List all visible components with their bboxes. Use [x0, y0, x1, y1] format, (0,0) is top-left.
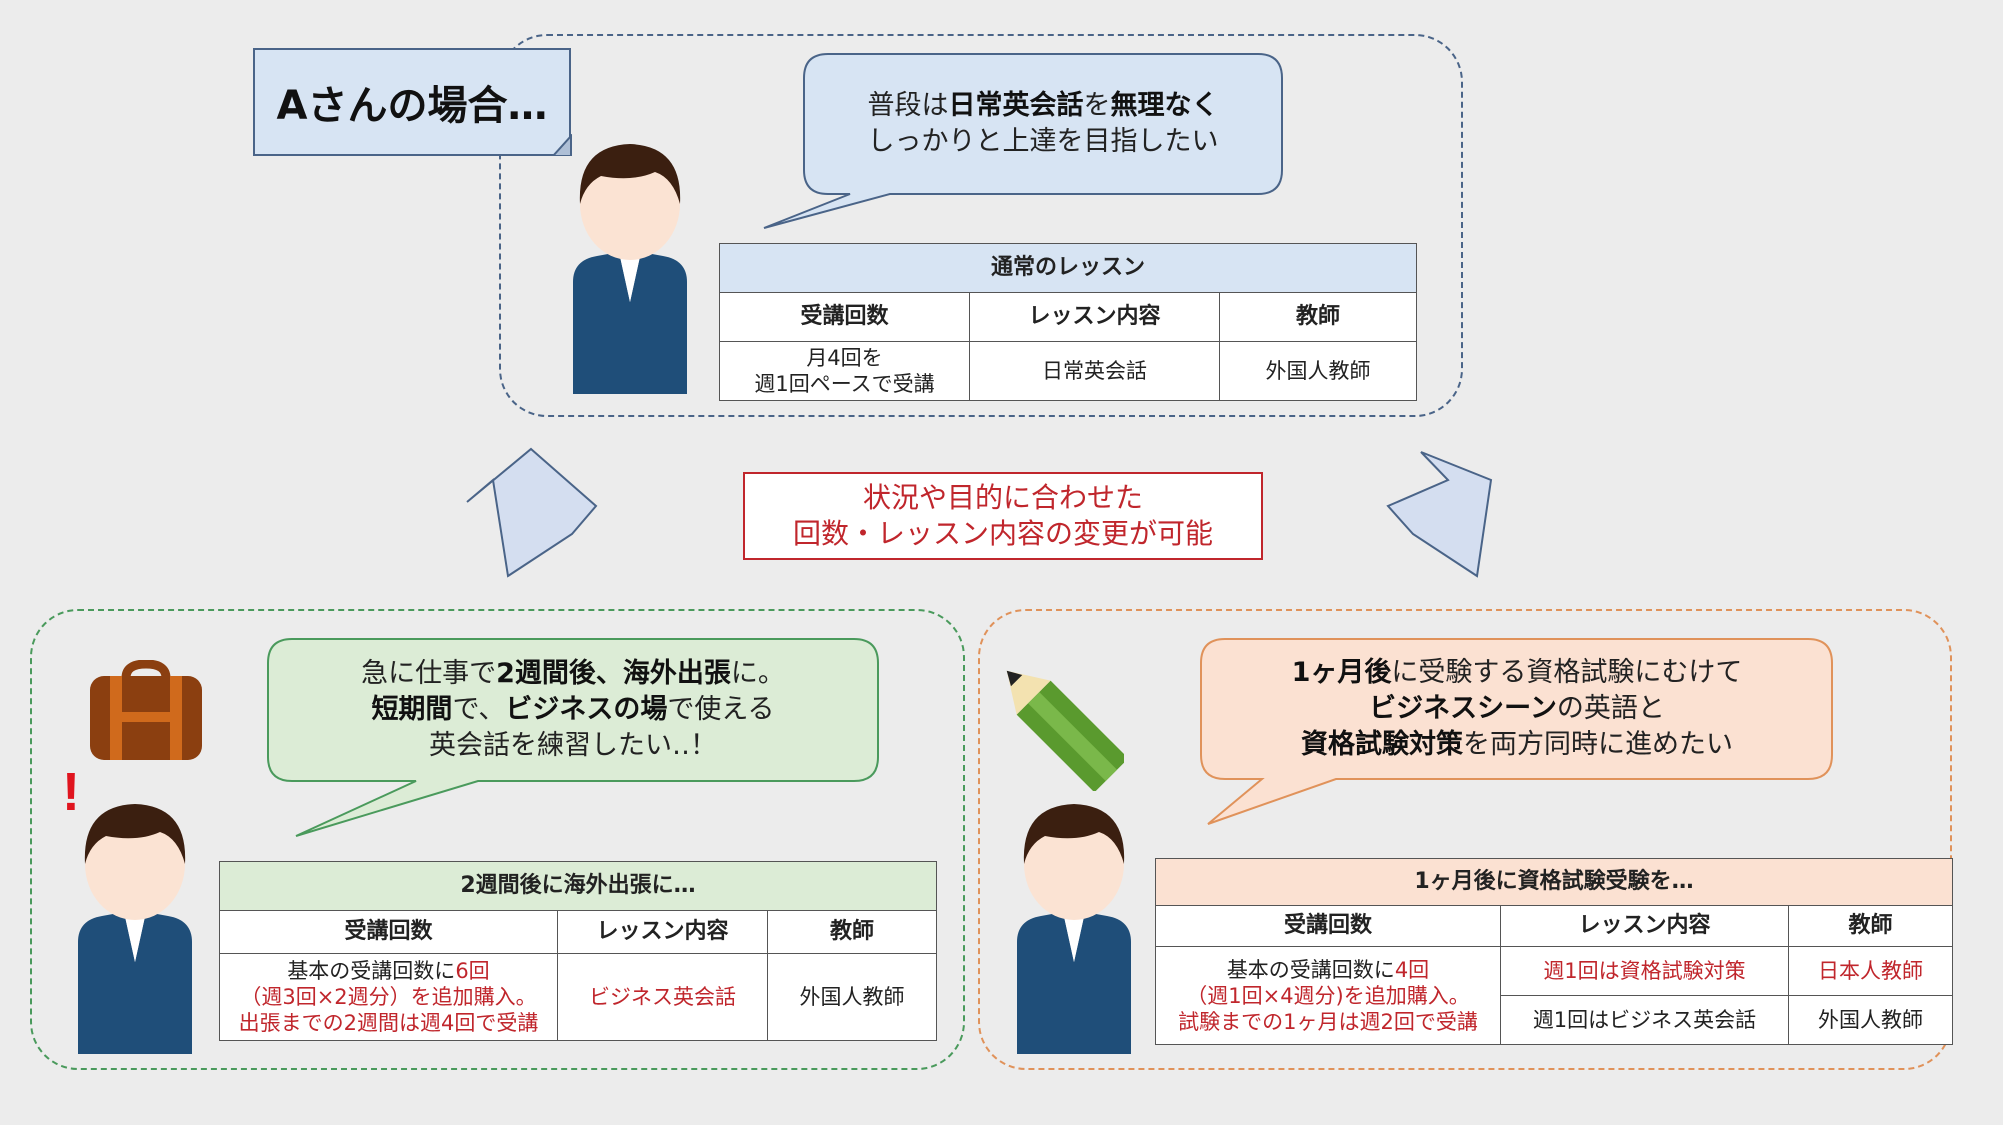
cell-count: 基本の受講回数に6回 （週3回×2週分）を追加購入。 出張までの2週間は週4回で… [219, 953, 558, 1041]
cell-content-row2: 週1回はビジネス英会話 [1500, 995, 1789, 1045]
case-title: Aさんの場合… [253, 48, 571, 156]
count-prefix: 基本の受講回数に [287, 959, 456, 983]
col-header-count: 受講回数 [1155, 905, 1501, 947]
col-header-count: 受講回数 [219, 910, 558, 954]
bubble-text-run: に。 [730, 658, 785, 689]
bubble-text-run: を両方同時に進めたい [1463, 729, 1733, 760]
cell-count: 月4回を 週1回ペースで受講 [719, 341, 970, 401]
col-header-teacher: 教師 [767, 910, 937, 954]
emphasis-text: 無理なく [1110, 90, 1219, 121]
count-line3: 試験までの1ヶ月は週2回で受講 [1178, 1009, 1478, 1034]
count-added: 4回 [1394, 957, 1430, 982]
left-bubble-line1: 急に仕事で2週間後、海外出張に。 [361, 656, 785, 692]
cell-teacher-row2: 外国人教師 [1787, 995, 1954, 1045]
person-left-icon [78, 804, 192, 1054]
top-bubble-text: 普段は日常英会話を無理なく しっかりと上達を目指したい [810, 60, 1276, 188]
count-line1: 基本の受講回数に6回 [224, 958, 553, 984]
emphasis-text: 資格試験対策 [1301, 729, 1463, 760]
cell-count: 基本の受講回数に4回 （週1回×4週分)を追加購入。 試験までの1ヶ月は週2回で… [1155, 946, 1501, 1045]
table-caption: 1ヶ月後に資格試験受験を… [1154, 858, 1954, 906]
left-speech-bubble [267, 638, 879, 837]
person-top-icon [573, 144, 687, 394]
arrow-down-left [466, 447, 598, 578]
left-bubble-text: 急に仕事で2週間後、海外出張に。 短期間で、ビジネスの場で使える 英会話を練習し… [274, 644, 872, 776]
emphasis-text: 短期間 [371, 694, 453, 725]
emphasis-text: 日常英会話 [948, 90, 1084, 121]
col-header-teacher: 教師 [1218, 292, 1418, 342]
count-line2: （週1回×4週分)を追加購入。 [1186, 983, 1470, 1008]
count-line3: 出張までの2週間は週4回で受講 [238, 1011, 539, 1035]
arrow-down-right [1386, 451, 1493, 578]
normal-lesson-group [499, 34, 1463, 417]
certification-exam-table: 1ヶ月後に資格試験受験を… 受講回数 レッスン内容 教師 基本の受講回数に4回 … [1154, 858, 1954, 1045]
left-bubble-line3: 英会話を練習したい‥！ [429, 728, 717, 764]
bubble-text-run: で使える [667, 694, 775, 725]
emphasis-text: 1ヶ月後 [1291, 657, 1392, 688]
emphasis-text: ビジネスの場 [505, 694, 668, 725]
col-header-teacher: 教師 [1787, 905, 1954, 947]
bubble-text-run: を [1083, 90, 1111, 121]
count-line2: （週3回×2週分）を追加購入。 [240, 985, 537, 1009]
col-header-content: レッスン内容 [1500, 905, 1789, 947]
table-caption: 2週間後に海外出張に… [219, 861, 937, 911]
cell-teacher: 外国人教師 [767, 953, 937, 1041]
bubble-text-run: 普段は [867, 90, 949, 121]
left-bubble-line2: 短期間で、ビジネスの場で使える [371, 692, 774, 728]
count-line1: 基本の受講回数に4回 [1160, 957, 1496, 983]
pencil-icon [1006, 670, 1124, 791]
top-bubble-line2: しっかりと上達を目指したい [868, 124, 1219, 160]
certification-exam-group [978, 609, 1952, 1070]
bubble-text-run: で、 [452, 694, 506, 725]
callout-line2: 回数・レッスン内容の変更が可能 [792, 517, 1213, 550]
col-header-count: 受講回数 [719, 292, 970, 342]
exclamation-mark: ! [62, 762, 80, 822]
right-bubble-line1: 1ヶ月後に受験する資格試験にむけて [1292, 655, 1743, 691]
top-speech-bubble [763, 53, 1283, 229]
business-trip-group [30, 609, 965, 1070]
count-added: 6回 [455, 959, 490, 983]
bubble-text-run: に受験する資格試験にむけて [1391, 657, 1743, 688]
emphasis-text: 2週間後、海外出張 [496, 658, 731, 689]
person-right-icon [1017, 804, 1131, 1054]
col-header-content: レッスン内容 [557, 910, 768, 954]
count-prefix: 基本の受講回数に [1226, 957, 1395, 982]
business-trip-table: 2週間後に海外出張に… 受講回数 レッスン内容 教師 基本の受講回数に6回 （週… [219, 861, 937, 1041]
bubble-text-run: しっかりと上達を目指したい [867, 126, 1219, 157]
right-bubble-line2: ビジネスシーンの英語と [1369, 691, 1665, 727]
cell-content-row1: 週1回は資格試験対策 [1500, 946, 1789, 996]
emphasis-text: ビジネスシーン [1369, 693, 1557, 724]
briefcase-icon [90, 660, 202, 760]
bubble-text-run: 急に仕事で [361, 658, 497, 689]
bubble-text-run: の英語と [1556, 693, 1665, 724]
count-line: 月4回を [806, 346, 883, 370]
bubble-text-run: 英会話を練習したい‥！ [428, 730, 718, 761]
cell-teacher: 外国人教師 [1218, 341, 1418, 401]
right-bubble-text: 1ヶ月後に受験する資格試験にむけて ビジネスシーンの英語と 資格試験対策を両方同… [1207, 644, 1827, 774]
case-title-text: Aさんの場合… [276, 83, 548, 129]
col-header-content: レッスン内容 [969, 292, 1220, 342]
cell-content: ビジネス英会話 [557, 953, 768, 1041]
top-bubble-line1: 普段は日常英会話を無理なく [868, 88, 1219, 124]
normal-lesson-table: 通常のレッスン 受講回数 レッスン内容 教師 月4回を 週1回ペースで受講 日常… [718, 243, 1418, 401]
flexibility-callout: 状況や目的に合わせた 回数・レッスン内容の変更が可能 [743, 472, 1263, 560]
table-caption: 通常のレッスン [718, 243, 1418, 293]
folded-corner-icon [553, 134, 572, 156]
right-bubble-line3: 資格試験対策を両方同時に進めたい [1301, 727, 1733, 763]
cell-content: 日常英会話 [969, 341, 1220, 401]
count-line: 週1回ペースで受講 [754, 372, 935, 396]
callout-line1: 状況や目的に合わせた [862, 481, 1143, 514]
right-speech-bubble [1200, 638, 1833, 825]
cell-teacher-row1: 日本人教師 [1787, 946, 1954, 996]
